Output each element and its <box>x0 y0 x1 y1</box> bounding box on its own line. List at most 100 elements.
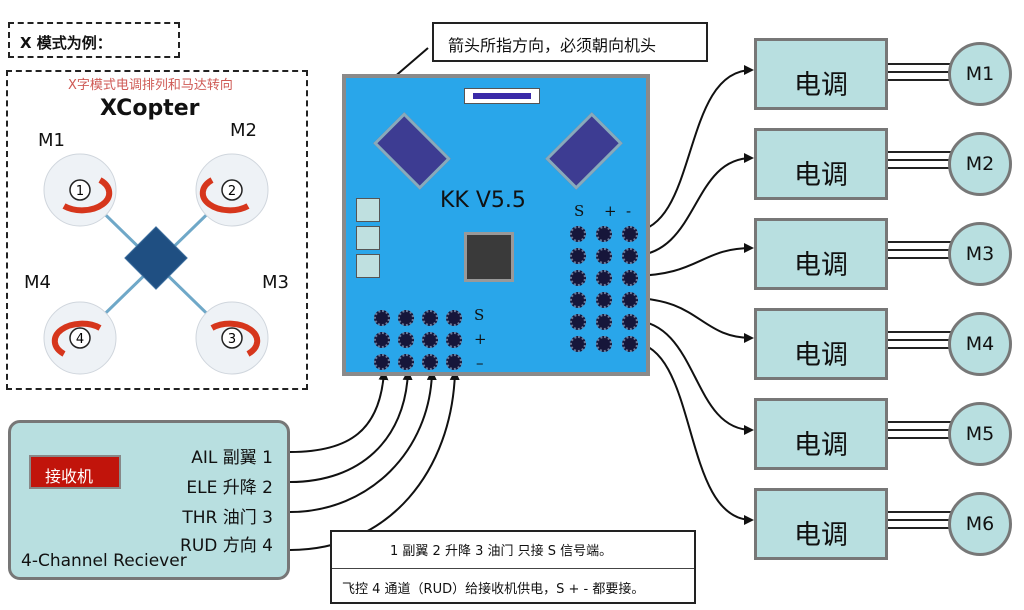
output-pin <box>622 314 638 330</box>
arrow-note-box: 箭头所指方向，必须朝向机头 <box>432 22 708 62</box>
receiver-name: 4-Channel Reciever <box>21 551 187 571</box>
prop-1-number: 1 <box>76 184 84 199</box>
motor-6: M6 <box>948 492 1012 556</box>
input-pin <box>374 354 390 370</box>
motor-label: M5 <box>965 423 995 445</box>
esc-3: 电调 <box>754 218 888 290</box>
channel-thr: THR 油门 3 <box>182 508 273 528</box>
flight-controller-board: KK V5.5 S + - S + – <box>342 74 650 376</box>
esc-label: 电调 <box>794 520 848 551</box>
esc-5: 电调 <box>754 398 888 470</box>
input-pin <box>374 310 390 326</box>
esc-label: 电调 <box>794 160 848 191</box>
output-pin <box>622 336 638 352</box>
esc-label: 电调 <box>794 430 848 461</box>
xcopter-m4-label: M4 <box>24 272 51 293</box>
output-pin <box>596 248 612 264</box>
intro-box: X 模式为例： <box>8 22 180 58</box>
input-pin <box>446 332 462 348</box>
input-pin <box>398 354 414 370</box>
wire-esc-3 <box>629 243 754 277</box>
output-pin <box>622 292 638 308</box>
board-name: KK V5.5 <box>440 188 526 213</box>
output-pin <box>622 226 638 242</box>
board-pot-1 <box>356 198 380 222</box>
channel-rud: RUD 方向 4 <box>180 536 273 556</box>
output-pin <box>570 292 586 308</box>
note-line-2: 飞控 4 通道（RUD）给接收机供电，S + - 都要接。 <box>342 582 645 597</box>
output-pin <box>622 270 638 286</box>
esc-4: 电调 <box>754 308 888 380</box>
output-pin <box>570 270 586 286</box>
esc-2: 电调 <box>754 128 888 200</box>
wire-thr <box>289 370 437 513</box>
board-pin-label-s: S <box>574 202 585 220</box>
board-pot-2 <box>356 226 380 250</box>
intro-label: X 模式为例： <box>20 34 112 52</box>
input-pin <box>446 310 462 326</box>
note-line-1: 1 副翼 2 升降 3 油门 只接 S 信号端。 <box>390 544 613 559</box>
input-pin <box>422 332 438 348</box>
arrow-note-text: 箭头所指方向，必须朝向机头 <box>448 36 657 55</box>
prop-2-number: 2 <box>228 184 236 199</box>
motor-3: M3 <box>948 222 1012 286</box>
board-chip-right <box>545 112 623 190</box>
esc-label: 电调 <box>794 250 848 281</box>
xcopter-m3-label: M3 <box>262 272 289 293</box>
input-pin <box>398 332 414 348</box>
motor-2: M2 <box>948 132 1012 196</box>
xcopter-frame <box>43 153 269 375</box>
motor-4: M4 <box>948 312 1012 376</box>
output-pin <box>622 248 638 264</box>
wire-ail <box>289 370 389 453</box>
wire-ele <box>289 370 413 483</box>
board-chip-left <box>373 112 451 190</box>
output-pin <box>596 336 612 352</box>
board-chip-center <box>464 232 514 282</box>
output-pin <box>596 292 612 308</box>
receiver: 接收机 AIL 副翼 1 ELE 升降 2 THR 油门 3 RUD 方向 4 … <box>8 420 290 580</box>
xcopter-region: X字模式电调排列和马达转向 XCopter <box>6 70 308 390</box>
motor-5: M5 <box>948 402 1012 466</box>
board-side-label-minus: – <box>476 354 484 372</box>
output-pin <box>570 314 586 330</box>
input-pin <box>422 354 438 370</box>
output-pin <box>570 248 586 264</box>
motor-1: M1 <box>948 42 1012 106</box>
wire-esc-4 <box>629 297 754 343</box>
board-pin-label-plus: + <box>604 202 617 220</box>
esc-6: 电调 <box>754 488 888 560</box>
input-pin <box>446 354 462 370</box>
board-side-label-plus: + <box>474 330 487 348</box>
prop-4-number: 4 <box>76 332 84 347</box>
input-pin <box>398 310 414 326</box>
wire-esc-1 <box>629 65 754 233</box>
receiver-label: 接收机 <box>45 467 94 486</box>
motor-label: M1 <box>965 63 995 85</box>
board-side-label-s: S <box>474 306 485 324</box>
receiver-label-box: 接收机 <box>29 455 121 489</box>
output-pin <box>570 336 586 352</box>
motor-label: M2 <box>965 153 995 175</box>
output-pin <box>596 270 612 286</box>
channel-ail: AIL 副翼 1 <box>191 448 273 468</box>
esc-label: 电调 <box>794 340 848 371</box>
prop-3-number: 3 <box>228 332 236 347</box>
wire-esc-2 <box>629 153 754 257</box>
motor-label: M4 <box>965 333 995 355</box>
input-pin <box>374 332 390 348</box>
board-pot-3 <box>356 254 380 278</box>
output-pin <box>596 314 612 330</box>
xcopter-caption: X字模式电调排列和马达转向 <box>68 78 233 93</box>
wire-esc-6 <box>629 341 754 525</box>
wire-rud <box>289 370 460 551</box>
board-slot <box>464 88 540 104</box>
notes-box: 1 副翼 2 升降 3 油门 只接 S 信号端。 飞控 4 通道（RUD）给接收… <box>330 530 696 604</box>
esc-motor-wires <box>886 63 952 529</box>
xcopter-m2-label: M2 <box>230 120 257 141</box>
board-pin-label-minus: - <box>626 202 632 220</box>
input-pin <box>422 310 438 326</box>
output-pin <box>596 226 612 242</box>
